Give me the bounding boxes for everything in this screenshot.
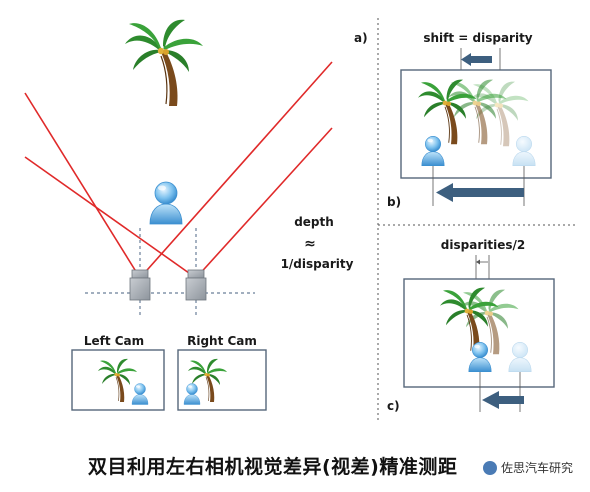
ray-right-cam-outer bbox=[195, 127, 333, 279]
right-cam-view bbox=[177, 349, 267, 411]
ray-left-cam-inner bbox=[139, 61, 333, 279]
panel-a: depth ≈ 1/disparity Left Cam Right Cam bbox=[24, 19, 354, 411]
disparities-half-label: disparities/2 bbox=[441, 238, 525, 252]
figure-caption: 双目利用左右相机视觉差异(视差)精准测距 bbox=[88, 456, 458, 478]
left-cam-view bbox=[71, 349, 165, 411]
panel-b: shift = disparity bbox=[400, 31, 552, 206]
ray-left-cam-outer bbox=[24, 92, 141, 279]
shift-arrow-large bbox=[436, 183, 524, 202]
panel-label-c: c) bbox=[387, 399, 400, 413]
shift-disparity-label: shift = disparity bbox=[423, 31, 532, 45]
ray-right-cam-inner bbox=[24, 156, 197, 279]
depth-label: depth bbox=[294, 215, 334, 229]
panel-label-a: a) bbox=[354, 31, 368, 45]
right-camera-icon bbox=[185, 269, 207, 301]
panel-c: disparities/2 bbox=[403, 238, 555, 412]
right-cam-label: Right Cam bbox=[187, 334, 257, 348]
half-shift-arrow bbox=[482, 391, 524, 409]
camera-rays bbox=[24, 61, 333, 279]
approx-symbol: ≈ bbox=[304, 236, 316, 252]
left-cam-label: Left Cam bbox=[84, 334, 144, 348]
watermark-text: 佐思汽车研究 bbox=[500, 461, 573, 475]
wechat-logo-icon bbox=[482, 460, 497, 475]
panel-label-b: b) bbox=[387, 195, 401, 209]
inverse-disparity-label: 1/disparity bbox=[281, 257, 354, 271]
left-camera-icon bbox=[129, 269, 151, 301]
person-icon bbox=[149, 181, 183, 225]
palm-tree-icon bbox=[124, 19, 204, 107]
watermark: 佐思汽车研究 bbox=[479, 458, 576, 477]
